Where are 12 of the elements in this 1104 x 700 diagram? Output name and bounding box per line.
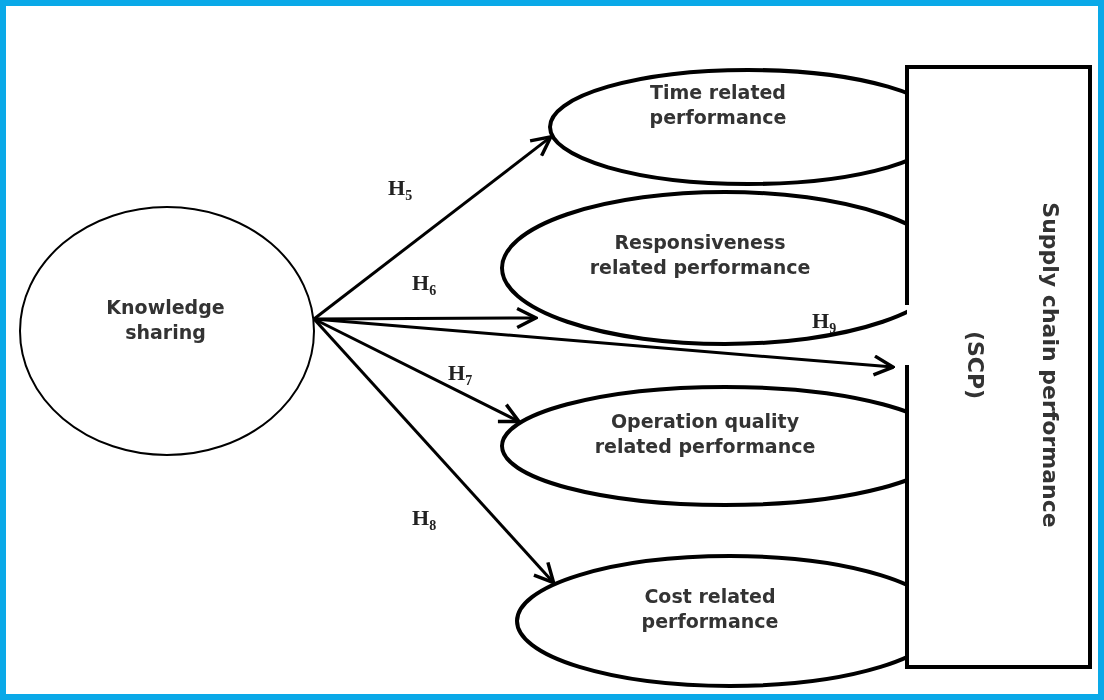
construct-label: Operation quality related performance xyxy=(593,409,817,459)
edge-label: H$_{5}$ xyxy=(388,175,413,205)
edge-label: H$_{7}$ xyxy=(448,360,473,390)
construct-label: Supply chain performance xyxy=(1037,202,1063,528)
construct-label: (SCP) xyxy=(962,330,988,400)
construct-label: Knowledge sharing xyxy=(105,295,226,345)
construct-label: Time related performance xyxy=(648,80,788,130)
edge-label: H$_{9}$ xyxy=(812,308,837,338)
construct-label: Cost related performance xyxy=(640,584,780,634)
construct-label: Responsiveness related performance xyxy=(588,230,812,280)
edge-label: H$_{8}$ xyxy=(412,505,437,535)
edge-label: H$_{6}$ xyxy=(412,270,437,300)
